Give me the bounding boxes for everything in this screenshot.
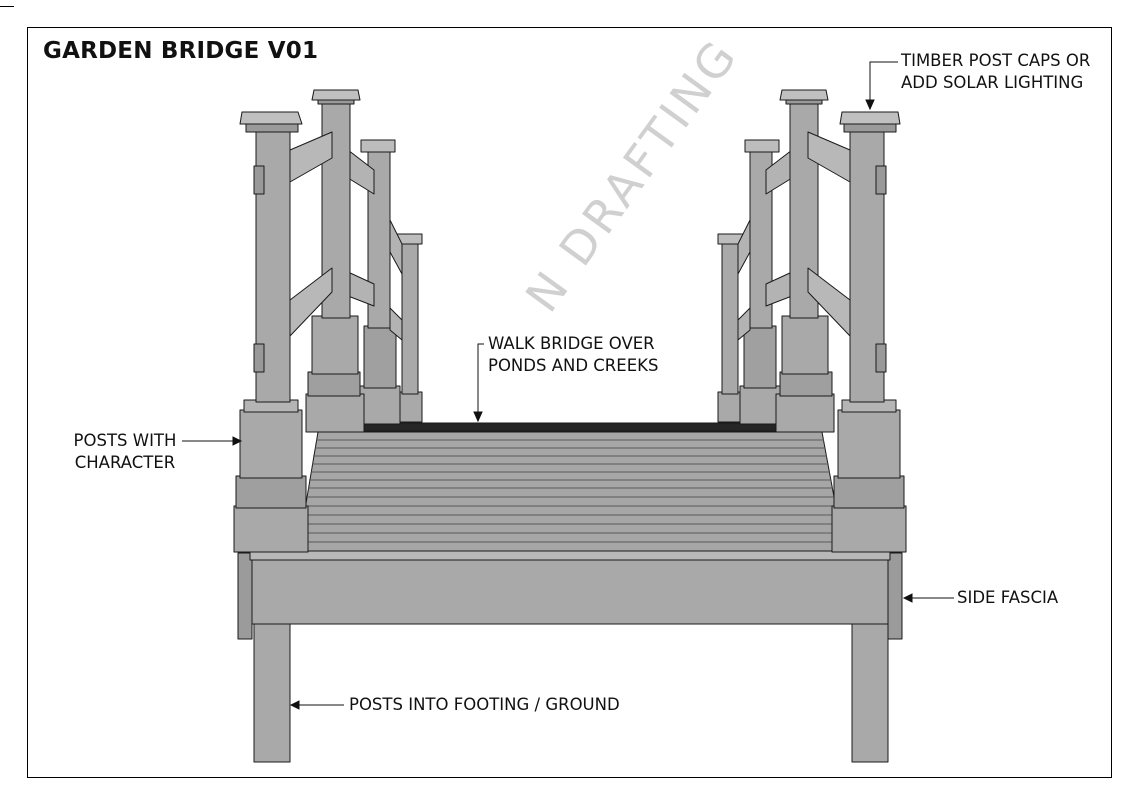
callout-walk-bridge: WALK BRIDGE OVER PONDS AND CREEKS <box>488 333 658 377</box>
callout-posts-character-line1: POSTS WITH <box>73 431 177 450</box>
callout-walk-bridge-line2: PONDS AND CREEKS <box>488 356 659 375</box>
left-front-leg <box>253 623 291 763</box>
deck-boards <box>299 439 842 543</box>
left-post-2 <box>305 89 365 433</box>
left-post-4 <box>395 233 423 423</box>
right-post-4 <box>717 233 745 423</box>
callout-walk-bridge-line1: WALK BRIDGE OVER <box>488 334 655 353</box>
deck-far-edge <box>361 422 781 432</box>
front-fascia-top <box>249 550 891 561</box>
callout-post-caps-line2: ADD SOLAR LIGHTING <box>901 73 1084 92</box>
callout-posts-character: POSTS WITH CHARACTER <box>66 430 184 474</box>
callout-post-caps-line1: TIMBER POST CAPS OR <box>901 51 1091 70</box>
callout-posts-footing: POSTS INTO FOOTING / GROUND <box>349 695 620 714</box>
right-post-2 <box>775 89 835 433</box>
leader-walk-bridge <box>477 343 484 416</box>
left-fascia-side <box>237 552 253 640</box>
callout-side-fascia: SIDE FASCIA <box>957 588 1059 607</box>
drawing-border <box>27 27 1112 778</box>
right-post-1 <box>831 111 907 553</box>
callout-posts-character-line2: CHARACTER <box>74 453 176 472</box>
right-front-leg <box>851 623 889 763</box>
corner-mark <box>0 0 14 7</box>
callout-post-caps: TIMBER POST CAPS OR ADD SOLAR LIGHTING <box>901 50 1090 94</box>
right-fascia-side <box>887 552 903 640</box>
drawing-title: GARDEN BRIDGE V01 <box>43 38 319 64</box>
left-post-1 <box>233 111 309 553</box>
leader-post-caps <box>869 61 898 104</box>
front-fascia-beam <box>251 559 889 625</box>
